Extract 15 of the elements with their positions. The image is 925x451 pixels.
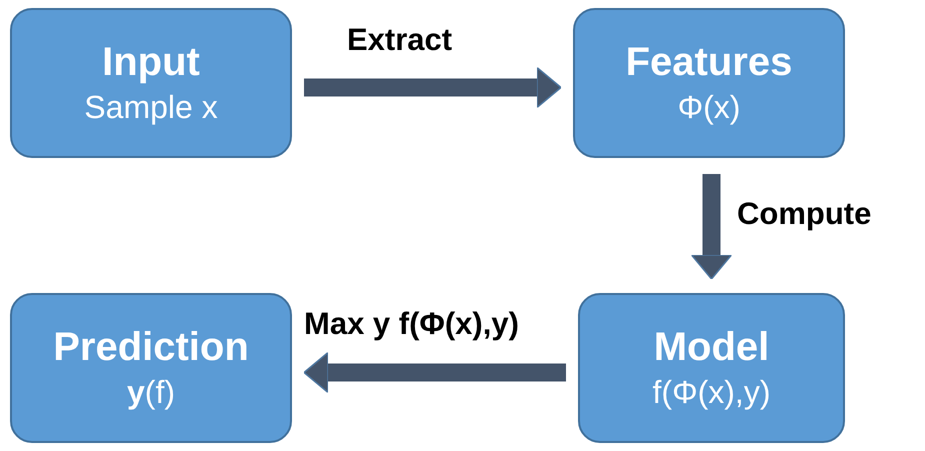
box-text: f(Φ(x),y) (652, 373, 770, 412)
box-text: Sample x (84, 88, 218, 128)
box-title: Features (626, 39, 792, 86)
process-box (578, 293, 845, 443)
arrow (304, 66, 562, 108)
box-text: Φ(x) (678, 88, 740, 128)
arrow (303, 352, 566, 394)
arrow (690, 174, 732, 280)
box-title: Model (654, 324, 770, 372)
box-text: y(f) (127, 373, 175, 412)
box-title: Prediction (53, 324, 249, 372)
process-box (10, 8, 292, 158)
box-title: Input (102, 39, 200, 86)
process-box (573, 8, 845, 158)
process-box (10, 293, 292, 443)
